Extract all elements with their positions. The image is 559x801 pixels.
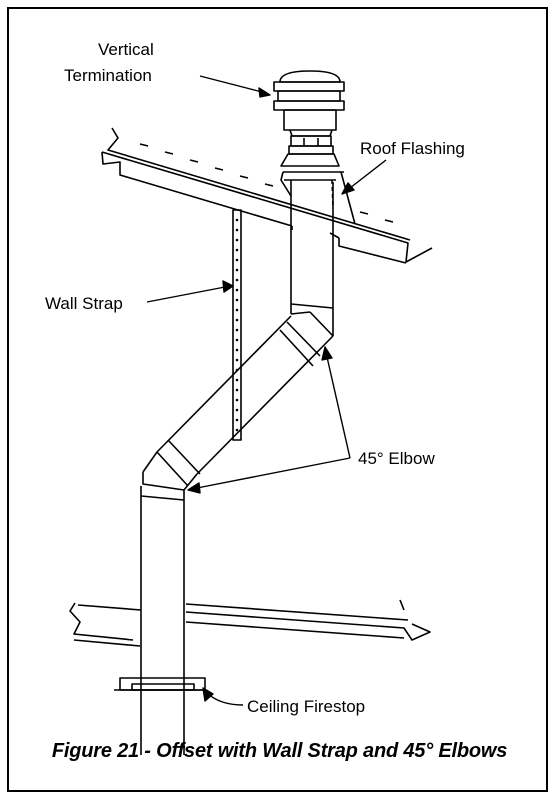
diagonal-pipe — [156, 315, 334, 475]
ceiling-firestop-label: Ceiling Firestop — [247, 697, 365, 716]
elbow-label: 45° Elbow — [358, 449, 435, 468]
upper-pipe — [290, 180, 334, 336]
figure-frame — [7, 7, 548, 792]
roof-flashing-label: Roof Flashing — [360, 139, 465, 158]
lower-pipe — [140, 486, 185, 755]
vertical-termination-label-line2: Termination — [64, 66, 152, 85]
wall-strap — [232, 209, 242, 441]
upper-elbow — [279, 311, 334, 367]
ceiling — [69, 599, 431, 647]
wall-strap-label: Wall Strap — [45, 294, 123, 313]
roof-flashing — [280, 153, 356, 225]
wall-strap-holes — [235, 218, 239, 432]
figure-caption: Figure 21 - Offset with Wall Strap and 4… — [51, 740, 508, 762]
leader-lines — [146, 75, 387, 706]
roof — [101, 127, 433, 264]
vertical-termination — [273, 70, 345, 155]
vertical-termination-label-line1: Vertical — [98, 40, 154, 59]
lower-elbow — [142, 439, 201, 491]
ceiling-firestop — [114, 677, 206, 691]
